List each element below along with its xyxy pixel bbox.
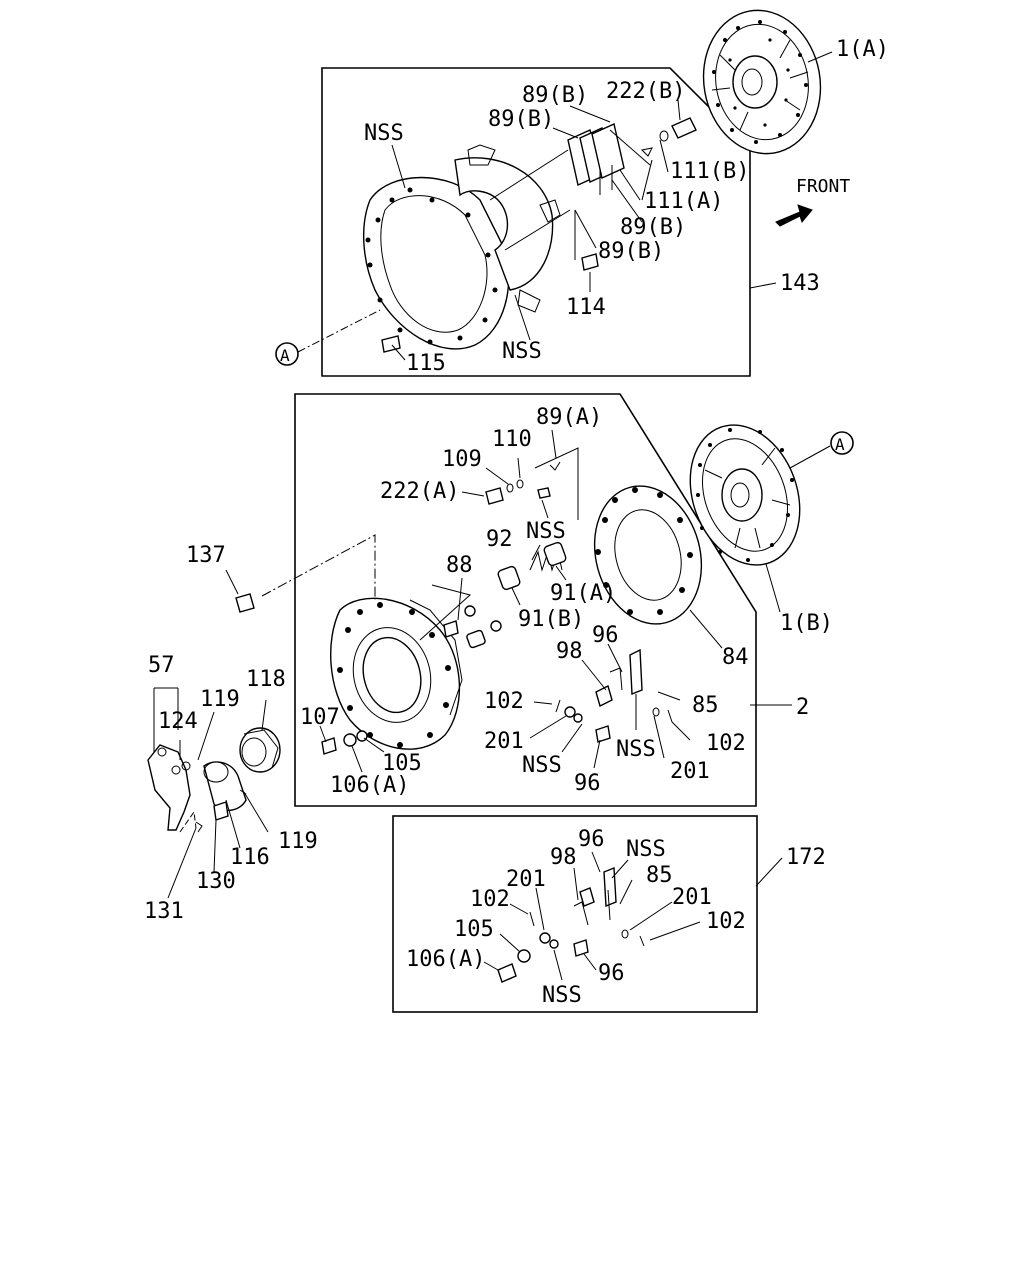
label-nss-mid-3: NSS [616, 737, 656, 762]
label-91a: 91(A) [550, 581, 616, 606]
label-114: 114 [566, 295, 606, 320]
label-96-2: 96 [574, 771, 601, 796]
label-92: 92 [486, 527, 513, 552]
release-bearing-118 [239, 727, 281, 773]
label-89a: 89(A) [536, 405, 602, 430]
bolt-222b [671, 117, 697, 139]
label-201-4: 201 [672, 885, 712, 910]
label-1a: 1(A) [836, 37, 889, 62]
label-222a: 222(A) [380, 479, 459, 504]
label-102-1: 102 [484, 689, 524, 714]
label-98-2: 98 [550, 845, 577, 870]
label-172: 172 [786, 845, 826, 870]
label-119-1: 119 [200, 687, 240, 712]
front-arrow-icon [775, 204, 813, 227]
label-143: 143 [780, 271, 820, 296]
label-96-1: 96 [592, 623, 619, 648]
clutch-cover-housing [330, 597, 463, 750]
label-nss-mid-1: NSS [526, 519, 566, 544]
box-172 [392, 815, 758, 1013]
label-106a-2: 106(A) [406, 947, 485, 972]
label-201-3: 201 [506, 867, 546, 892]
label-130: 130 [196, 869, 236, 894]
bolt-137 [235, 593, 255, 613]
box-2 [294, 393, 757, 807]
bolt-130 [213, 801, 229, 821]
label-89b-4: 89(B) [598, 239, 664, 264]
label-102-2: 102 [706, 731, 746, 756]
box-143 [321, 67, 751, 377]
label-89b-2: 89(B) [488, 107, 554, 132]
label-137: 137 [186, 543, 226, 568]
label-89b-3: 89(B) [620, 215, 686, 240]
label-109: 109 [442, 447, 482, 472]
release-fork [147, 744, 191, 831]
label-118: 118 [246, 667, 286, 692]
label-102-3: 102 [470, 887, 510, 912]
strap-stack [567, 123, 625, 195]
clutch-disc-1a [702, 9, 822, 155]
label-nss-top-1: NSS [364, 121, 404, 146]
label-201-2: 201 [670, 759, 710, 784]
label-222b: 222(B) [606, 79, 685, 104]
label-nss-bot-2: NSS [542, 983, 582, 1008]
label-85-2: 85 [646, 863, 673, 888]
label-2: 2 [796, 695, 809, 720]
pressure-plate-84 [593, 485, 703, 625]
label-57: 57 [148, 653, 175, 678]
label-111b: 111(B) [670, 159, 749, 184]
reference-marker-a-top: A [275, 342, 299, 366]
reference-marker-a-mid: A [830, 431, 854, 455]
label-84: 84 [722, 645, 749, 670]
label-105-1: 105 [382, 751, 422, 776]
label-201-1: 201 [484, 729, 524, 754]
label-102-4: 102 [706, 909, 746, 934]
lever-kit-parts [497, 866, 645, 983]
label-105-2: 105 [454, 917, 494, 942]
front-label: FRONT [796, 176, 850, 197]
label-nss-top-2: NSS [502, 339, 542, 364]
label-96-4: 96 [598, 961, 625, 986]
label-89b-1: 89(B) [522, 83, 588, 108]
svg-text:A: A [280, 346, 290, 365]
label-1b: 1(B) [780, 611, 833, 636]
pressure-plate-ring [362, 144, 561, 350]
label-nss-mid-2: NSS [522, 753, 562, 778]
label-124: 124 [158, 709, 198, 734]
label-115: 115 [406, 351, 446, 376]
label-111a: 111(A) [644, 189, 723, 214]
label-88: 88 [446, 553, 473, 578]
label-96-3: 96 [578, 827, 605, 852]
label-116: 116 [230, 845, 270, 870]
svg-text:A: A [835, 435, 845, 454]
label-91b: 91(B) [518, 607, 584, 632]
label-106a-1: 106(A) [330, 773, 409, 798]
label-98-1: 98 [556, 639, 583, 664]
label-85-1: 85 [692, 693, 719, 718]
label-nss-bot-1: NSS [626, 837, 666, 862]
clutch-disc-1b [689, 424, 801, 566]
label-107: 107 [300, 705, 340, 730]
label-119-2: 119 [278, 829, 318, 854]
label-131: 131 [144, 899, 184, 924]
label-110: 110 [492, 427, 532, 452]
